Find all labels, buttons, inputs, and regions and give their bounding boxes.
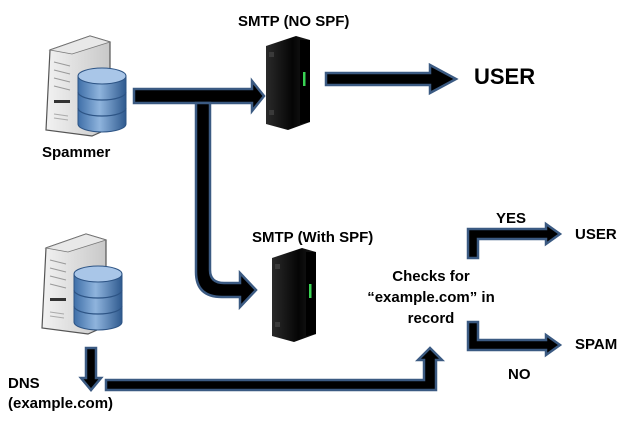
spammer-label: Spammer xyxy=(42,144,111,161)
dns-label-line1: DNS xyxy=(8,375,40,392)
arrow-check-yes xyxy=(466,221,563,260)
smtp-no-spf-server-icon xyxy=(266,36,310,130)
arrow-dns-down xyxy=(78,346,104,392)
arrow-smtp-to-user xyxy=(324,62,459,96)
dns-label: DNS (example.com) xyxy=(8,374,113,414)
check-label: Checks for “example.com” in record xyxy=(366,266,496,329)
arrow-dns-to-check xyxy=(104,346,446,392)
check-label-line3: record xyxy=(407,310,455,327)
dns-label-line2: (example.com) xyxy=(8,395,114,412)
check-label-line1: Checks for xyxy=(392,268,470,285)
arrow-spammer-to-smtp-with-spf xyxy=(194,101,258,311)
arrow-spammer-to-smtp-no-spf xyxy=(132,77,266,115)
smtp-with-spf-server-icon xyxy=(272,248,316,342)
spammer-server-icon xyxy=(45,35,127,137)
smtp-with-spf-label: SMTP (With SPF) xyxy=(252,229,374,246)
user-yes-label: USER xyxy=(575,226,617,243)
check-label-line2: “example.com” in xyxy=(367,289,495,306)
yes-label: YES xyxy=(496,210,527,227)
smtp-no-spf-label: SMTP (NO SPF) xyxy=(238,13,350,30)
spam-label: SPAM xyxy=(575,336,618,353)
dns-server-icon xyxy=(41,233,123,335)
arrow-check-no xyxy=(466,320,563,358)
user-top-label: USER xyxy=(474,64,536,89)
no-label: NO xyxy=(508,366,531,383)
